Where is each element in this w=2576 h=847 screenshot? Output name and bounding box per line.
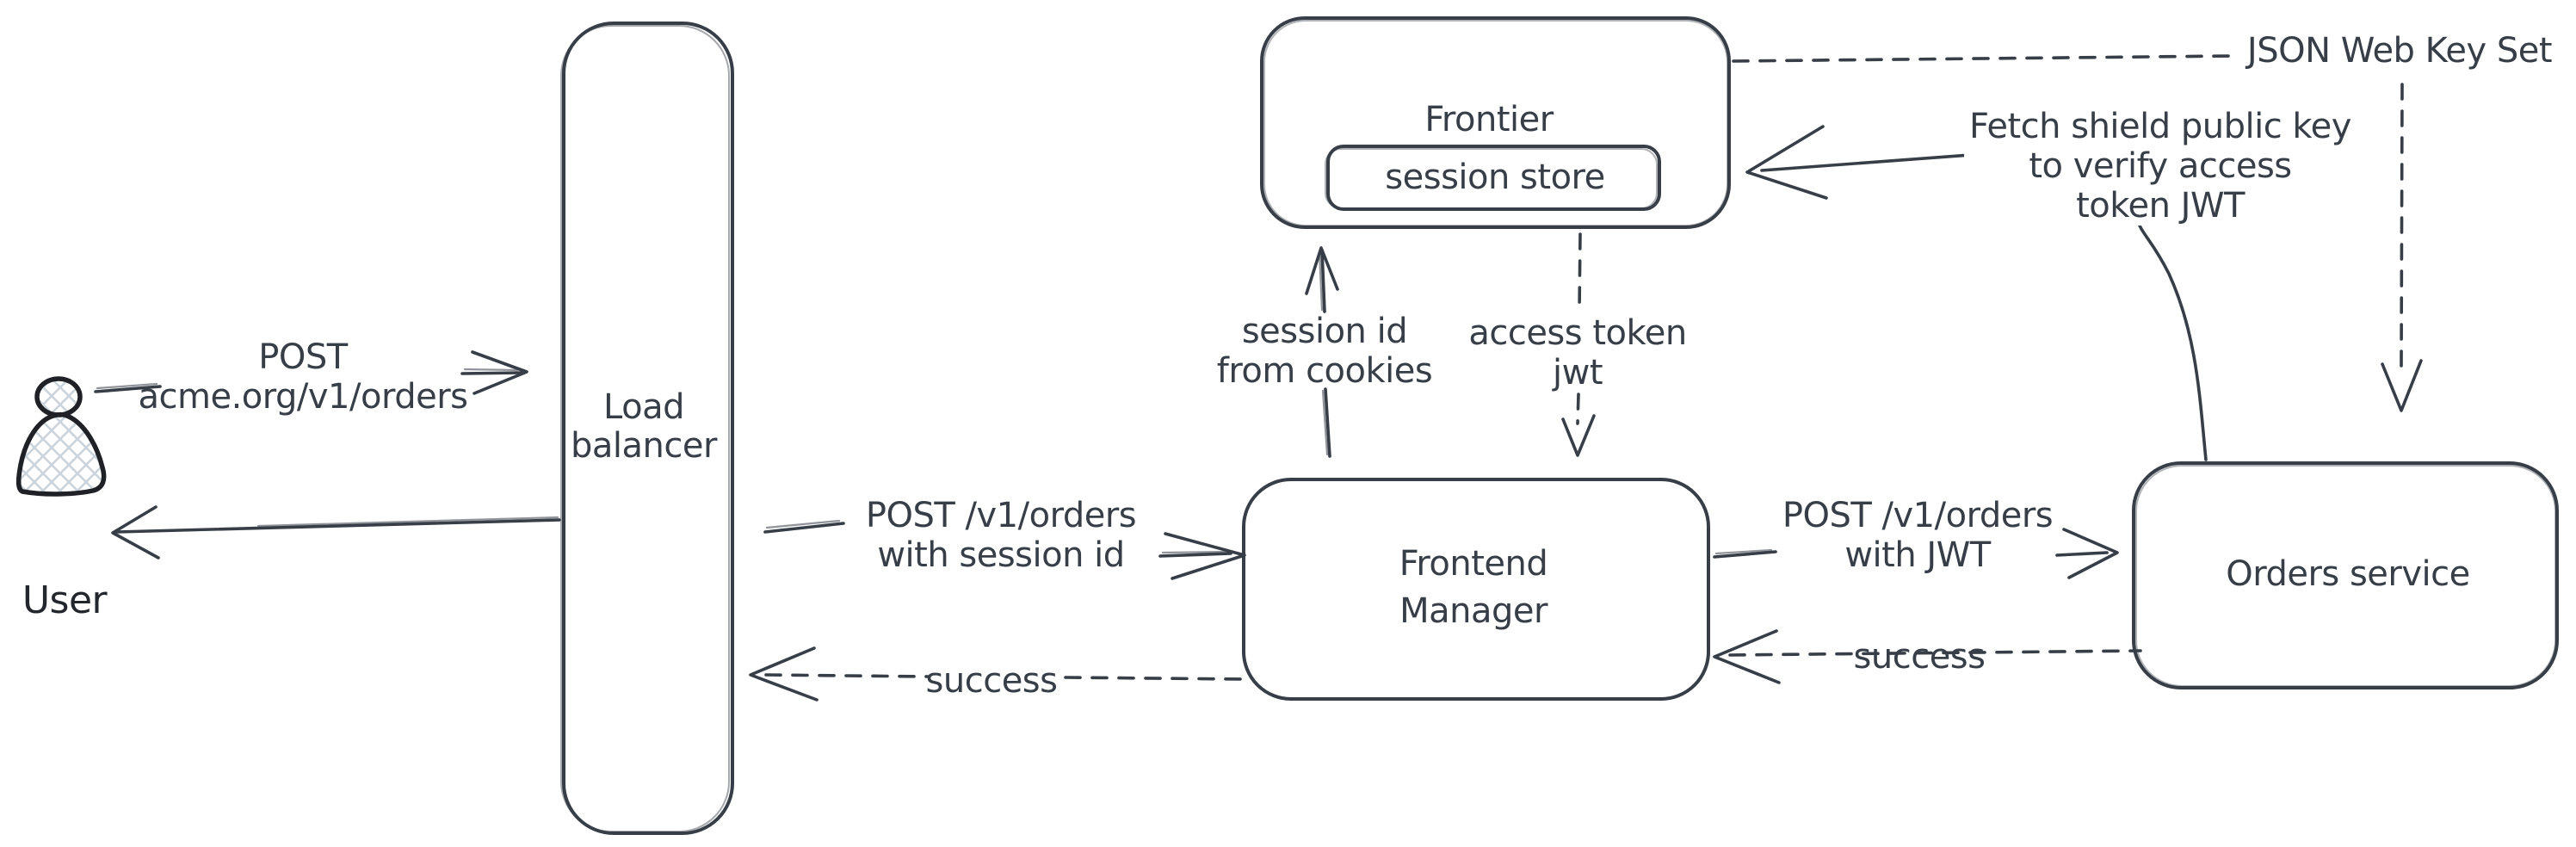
user-label: User (22, 578, 108, 622)
arrow-lb-to-fm (763, 519, 1246, 580)
session-store-label: session store (1385, 158, 1605, 197)
arrow-jwks (1732, 54, 2423, 412)
arrowhead-left-icon (1713, 629, 1781, 684)
arrowhead-up-icon (1305, 246, 1339, 295)
edge-label-fm-to-frontier-line1: session id (1241, 312, 1408, 351)
edge-label-orders-to-frontier-line3: token JWT (1964, 186, 2357, 226)
arrowhead-right-icon (471, 350, 528, 395)
arrowhead-down-icon (2381, 359, 2423, 412)
arrow-fm-to-orders (1713, 528, 2119, 579)
frontier-box (1260, 16, 1731, 229)
arrowhead-left-icon (1745, 125, 1828, 200)
arrow-fm-to-frontier (1305, 246, 1339, 458)
user-icon (15, 376, 107, 497)
load-balancer-label: Load balancer (571, 388, 717, 466)
edge-label-fm-to-frontier-line2: from cookies (1216, 351, 1433, 391)
edge-label-orders-to-frontier-line1: Fetch shield public key (1964, 107, 2357, 146)
edge-label-fm-to-orders: POST /v1/orders with JWT (1782, 496, 2054, 575)
arrow-user-to-lb (94, 350, 528, 395)
load-balancer-box (560, 22, 734, 835)
edge-label-fm-to-orders-line1: POST /v1/orders (1782, 496, 2054, 535)
session-store-box (1325, 145, 1661, 211)
edge-label-frontier-to-fm-line2: jwt (1552, 353, 1603, 393)
edge-label-frontier-to-fm: access token jwt (1468, 313, 1687, 393)
edge-label-user-to-lb-line1: POST (258, 337, 348, 377)
arrowhead-left-icon (749, 646, 819, 702)
edge-label-user-to-lb-line2: acme.org/v1/orders (138, 377, 468, 417)
edge-label-fm-to-frontier: session id from cookies (1216, 312, 1433, 391)
user-body (15, 411, 107, 497)
edge-label-fm-to-lb-success: success (925, 661, 1058, 701)
edge-label-lb-to-fm-line2: with session id (877, 535, 1125, 575)
arrowhead-left-icon (111, 505, 160, 560)
edge-label-orders-to-fm-success: success (1853, 637, 1986, 677)
arrow-fm-to-lb-success (749, 646, 1245, 702)
edge-label-lb-to-fm-line1: POST /v1/orders (865, 496, 1137, 535)
frontier-label: Frontier (1424, 100, 1554, 139)
orders-service-box (2132, 461, 2559, 689)
arrow-lb-to-user (111, 505, 561, 560)
load-balancer-label-line1: Load (603, 387, 684, 427)
edge-label-user-to-lb: POST acme.org/v1/orders (139, 337, 468, 417)
frontend-manager-box (1242, 478, 1710, 701)
arrowhead-down-icon (1561, 414, 1596, 457)
load-balancer-label-line2: balancer (571, 426, 717, 466)
frontend-manager-label-line1: Frontend (1399, 544, 1548, 584)
arrow-orders-to-fm-success (1713, 629, 2142, 684)
user-head (34, 376, 83, 417)
arrowhead-right-icon (2062, 528, 2119, 579)
edge-label-lb-to-fm: POST /v1/orders with session id (865, 496, 1137, 575)
edge-label-orders-to-frontier: Fetch shield public key to verify access… (1964, 107, 2357, 226)
arrow-frontier-to-fm (1561, 232, 1596, 457)
edge-label-fm-to-orders-line2: with JWT (1844, 535, 1991, 575)
arrowhead-right-icon (1164, 532, 1246, 580)
orders-service-label: Orders service (2226, 554, 2470, 594)
frontend-manager-label-line2: Manager (1399, 591, 1547, 631)
edge-label-jwks: JSON Web Key Set (2246, 31, 2553, 71)
frontend-manager-label: Frontend Manager (1399, 541, 1548, 635)
edge-label-frontier-to-fm-line1: access token (1468, 313, 1687, 353)
edge-label-orders-to-frontier-line2: to verify access (1964, 146, 2357, 186)
